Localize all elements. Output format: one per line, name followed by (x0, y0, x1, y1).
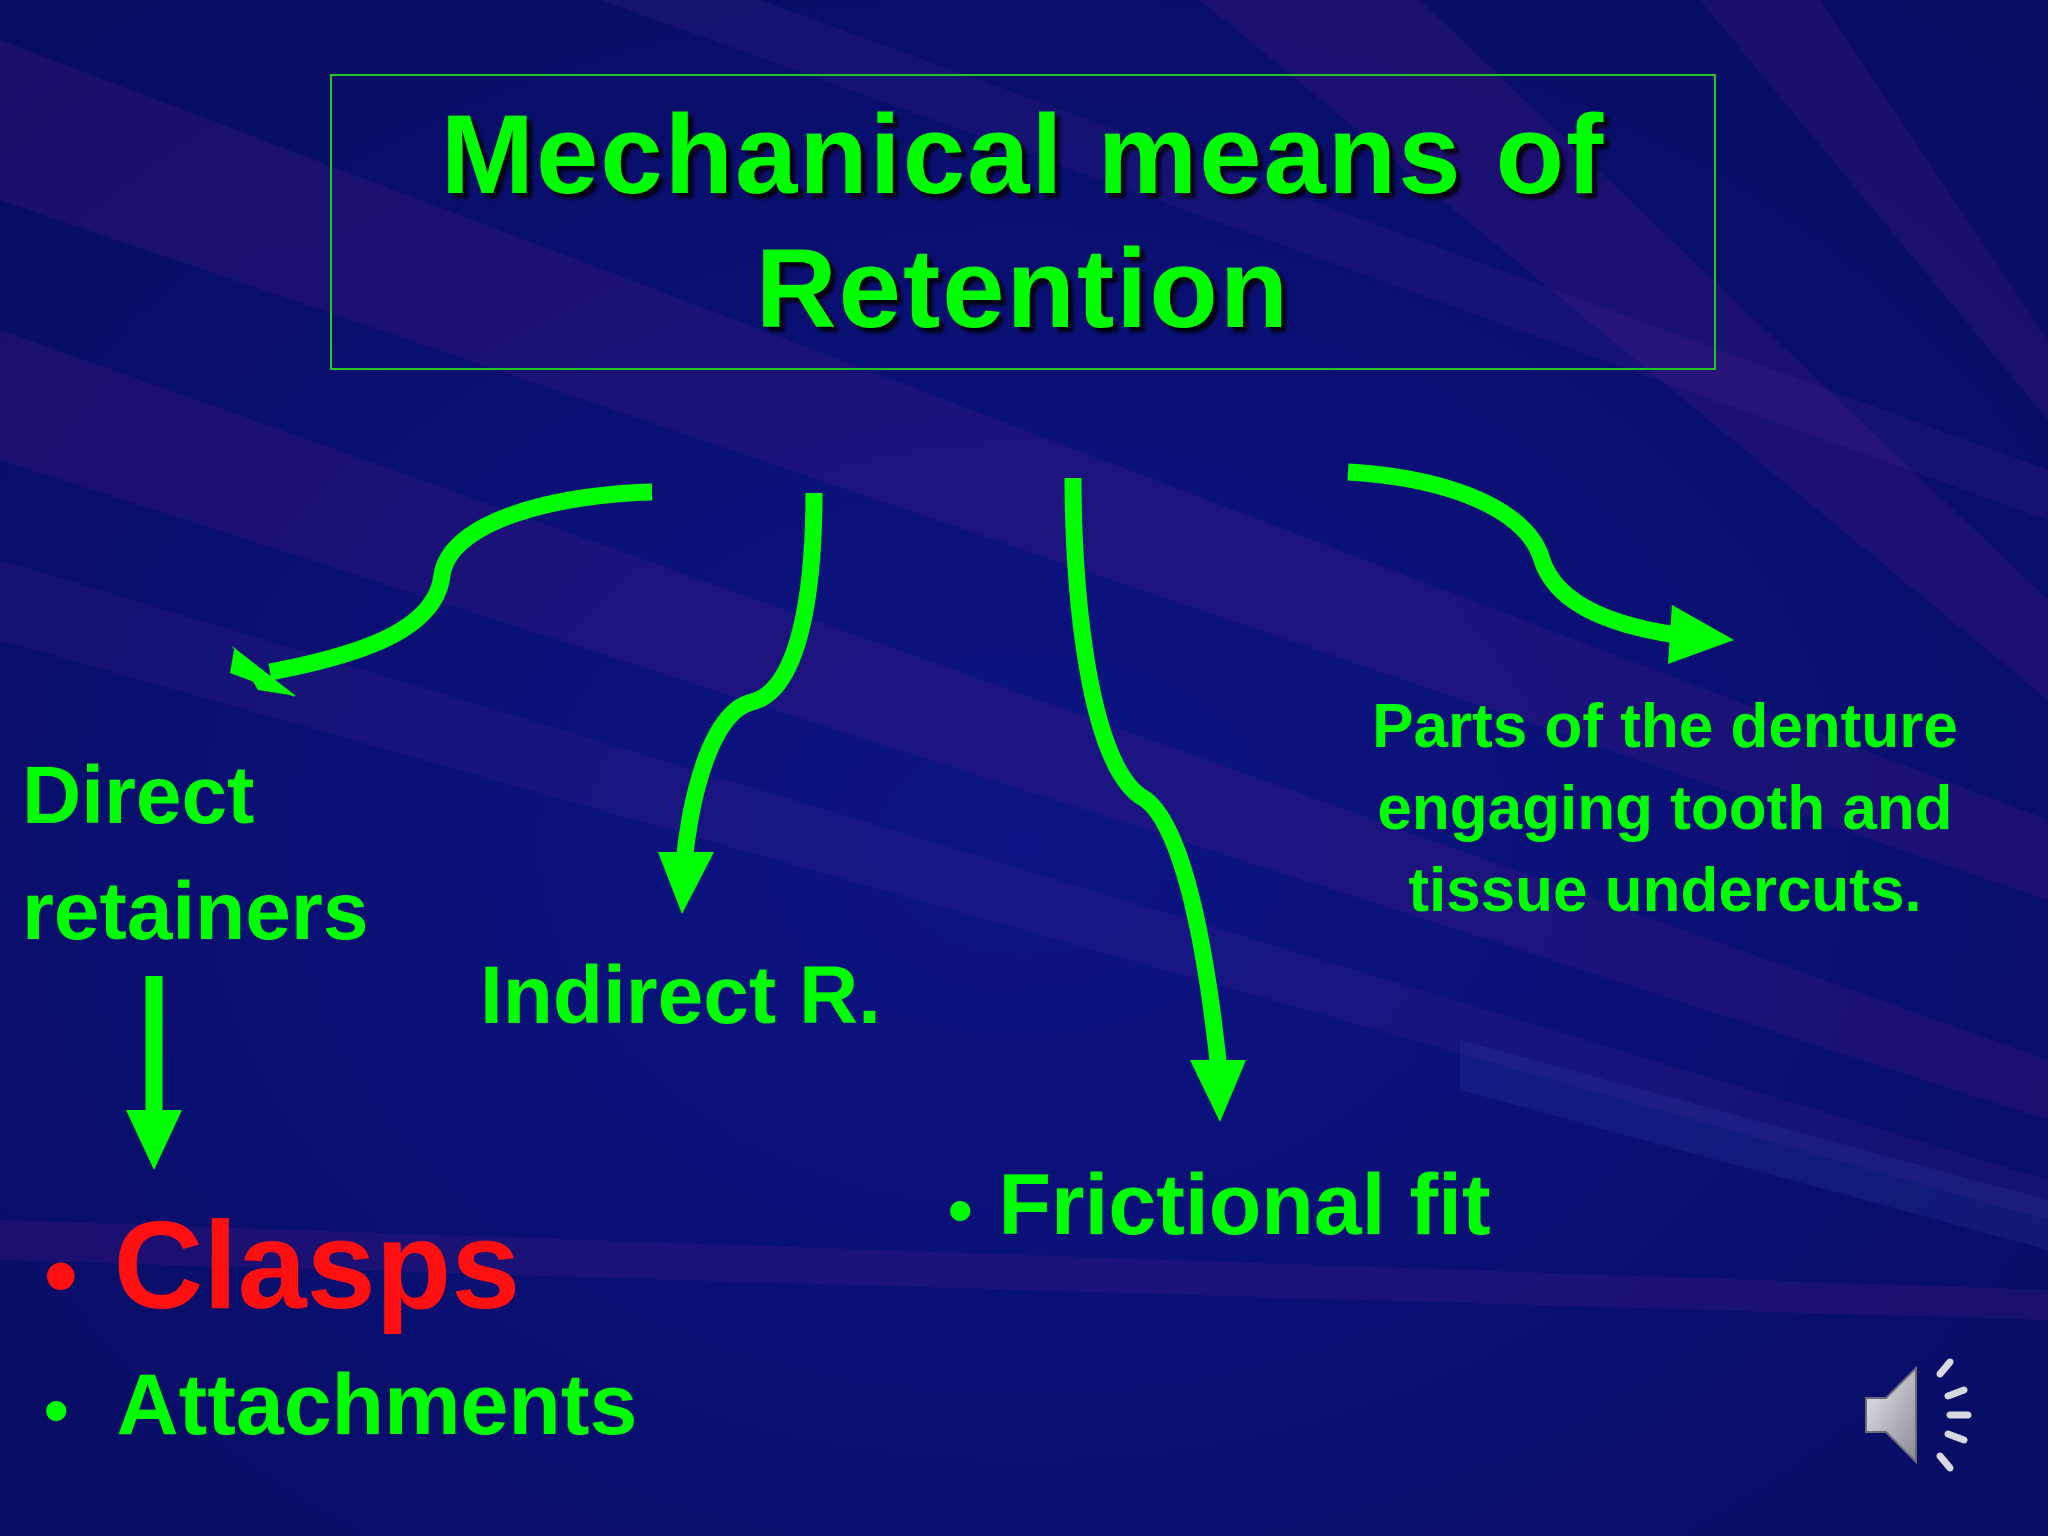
bullet-dot: • (44, 1222, 78, 1329)
frictional-fit-bullet: • Frictional fit (948, 1150, 1491, 1265)
clasps-text: Clasps (113, 1197, 521, 1335)
arrow-to-parts (1347, 463, 1692, 646)
bullet-dot: • (948, 1171, 973, 1249)
clasps-bullet: • Clasps (44, 1196, 520, 1346)
indirect-retainer-label: Indirect R. (480, 950, 881, 1041)
arrowhead-clasps (126, 1110, 182, 1170)
direct-retainers-line-2: retainers (22, 866, 369, 957)
arrowhead-indirect (658, 852, 714, 914)
arrow-to-indirect (675, 492, 823, 865)
arrowhead-direct-tip (232, 646, 296, 696)
bullet-dot: • (44, 1371, 69, 1449)
title-box: Mechanical means of Retention (330, 74, 1716, 370)
arrowhead-parts (1668, 605, 1734, 664)
frictional-fit-text: Frictional fit (998, 1157, 1491, 1253)
title-line-1: Mechanical means of (440, 92, 1606, 217)
direct-retainers-line-1: Direct (22, 750, 255, 841)
speaker-icon[interactable] (1860, 1350, 1990, 1480)
arrow-to-frictional (1064, 477, 1229, 1081)
arrowhead-frictional (1190, 1060, 1246, 1122)
title-line-2: Retention (755, 226, 1291, 351)
parts-of-denture-label: Parts of the denture engaging tooth and … (1372, 692, 1958, 925)
arrow-to-direct (268, 483, 653, 681)
attachments-text: Attachments (116, 1357, 638, 1453)
attachments-bullet: • Attachments (44, 1350, 637, 1465)
direct-retainers-label: Direct retainers (22, 738, 368, 970)
